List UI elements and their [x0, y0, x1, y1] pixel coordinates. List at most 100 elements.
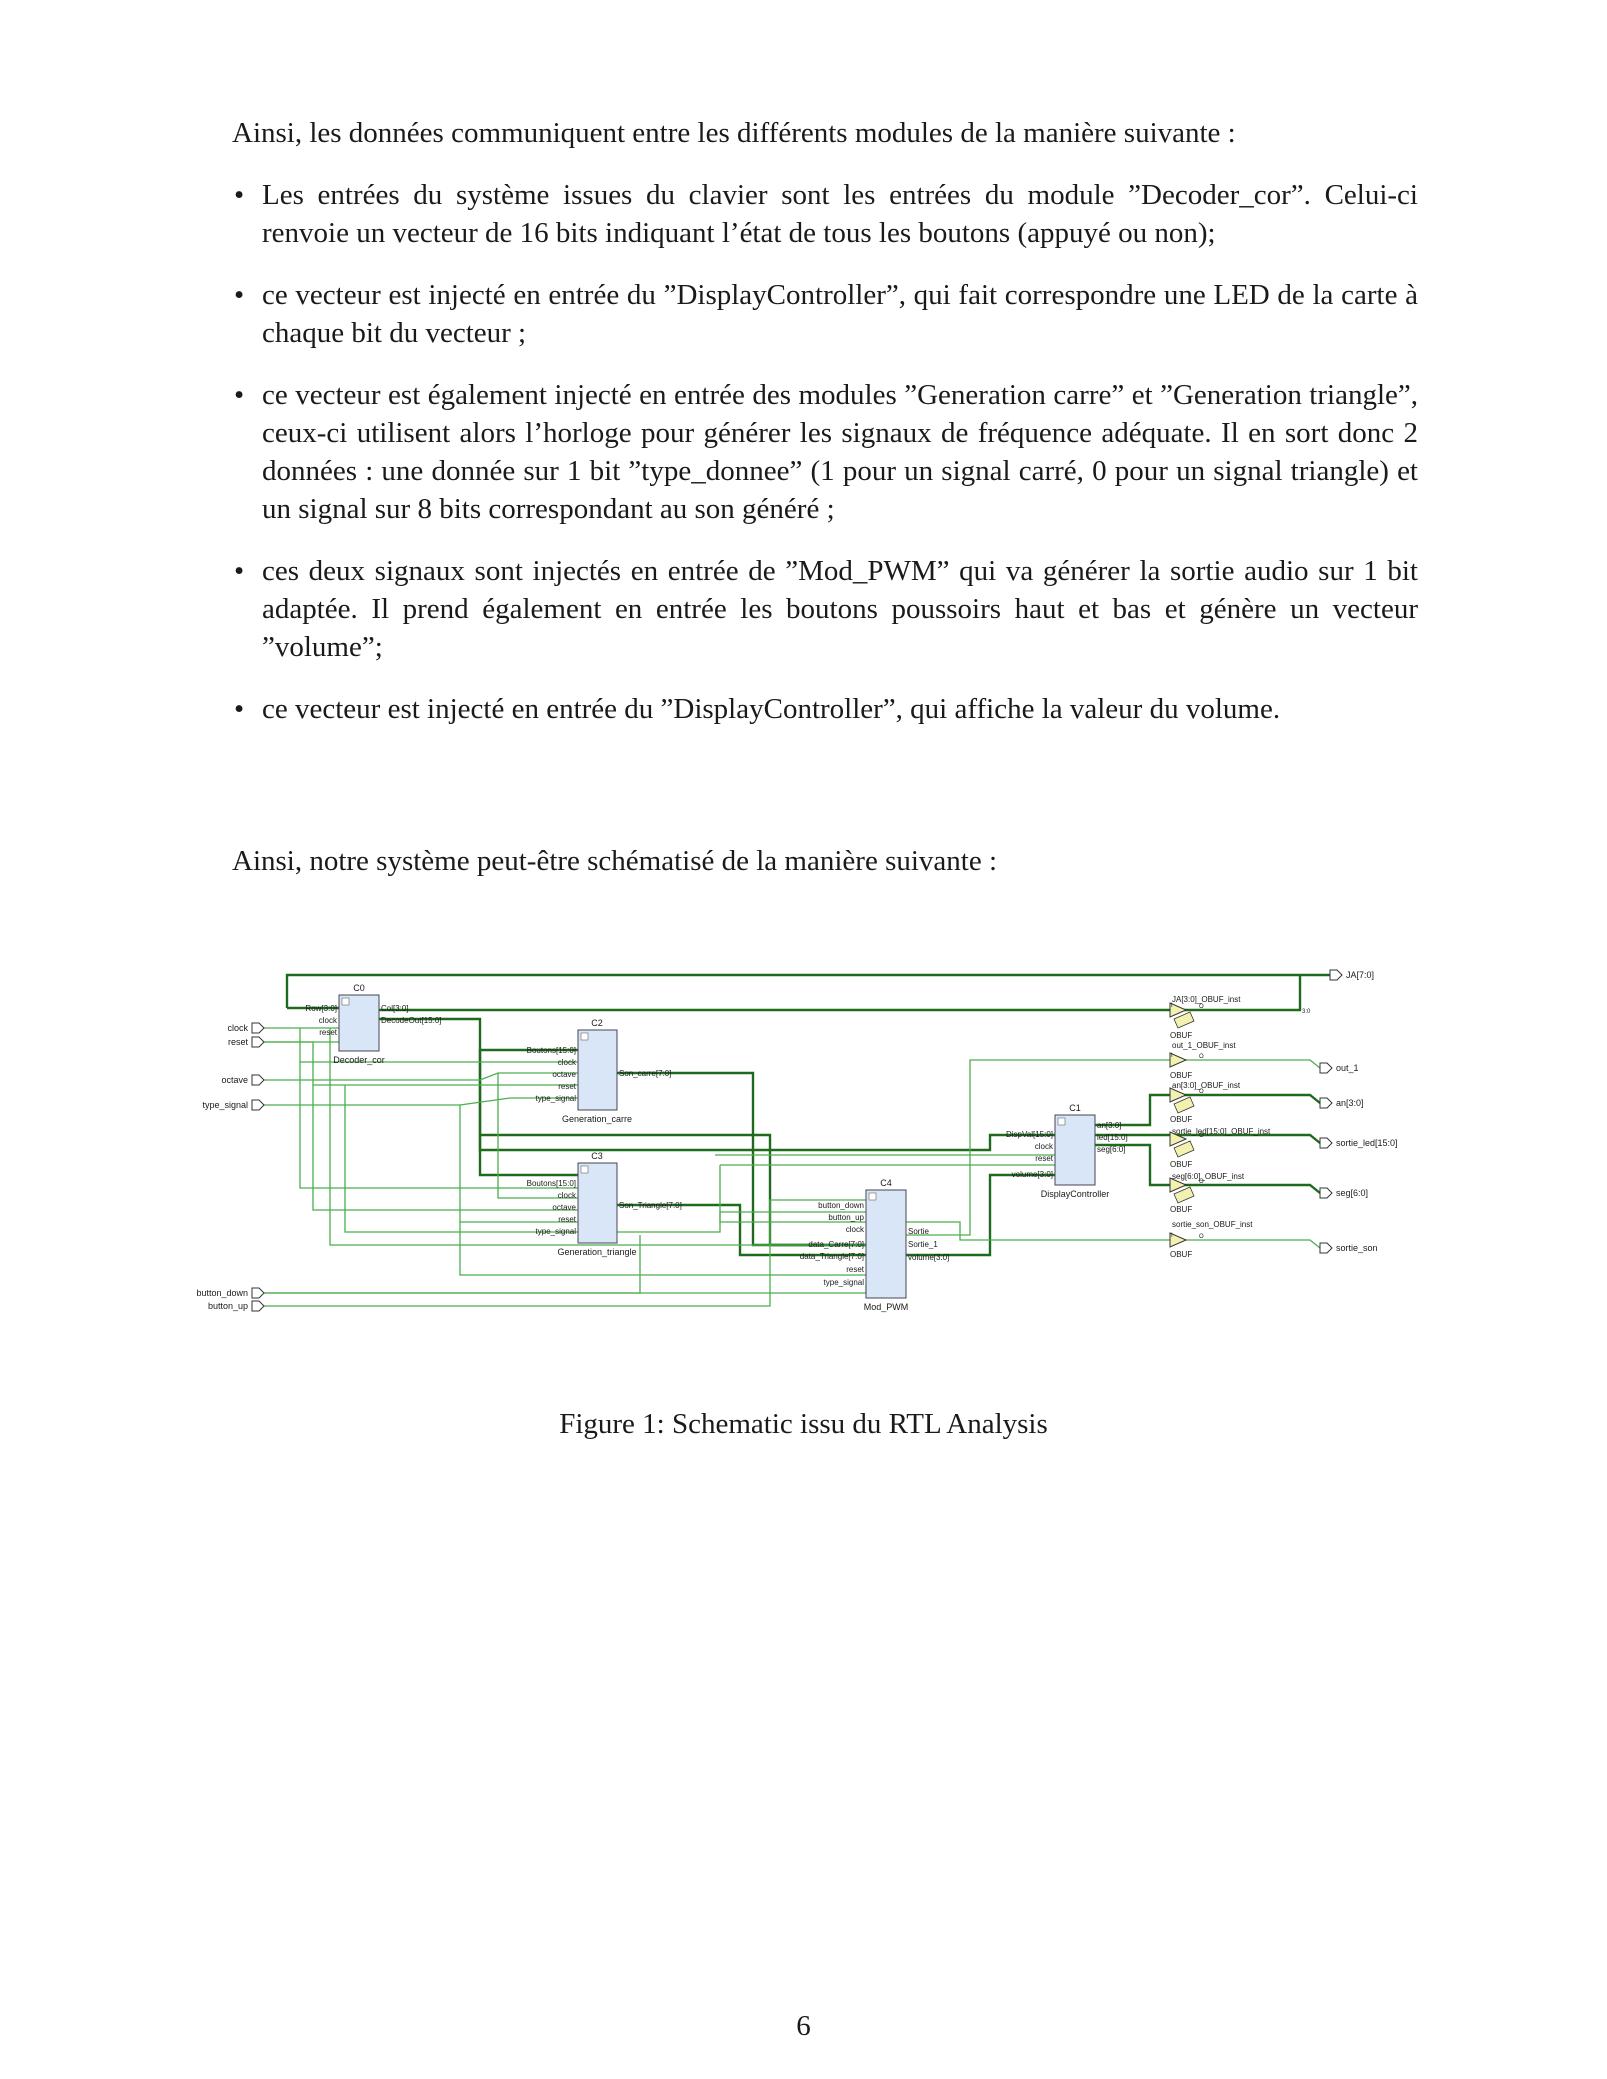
buffer-type: OBUF [1170, 1115, 1192, 1124]
list-item-text: ce vecteur est également injecté en entr… [262, 379, 1418, 525]
pin-label: volume[3:0] [1012, 1170, 1053, 1179]
port-label: reset [228, 1037, 249, 1047]
buffer-inst-label: seg[6:0]_OBUF_inst [1172, 1172, 1245, 1181]
intro-paragraph: Ainsi, les données communiquent entre le… [232, 117, 1236, 149]
buffer-inst-label: JA[3:0]_OBUF_inst [1172, 995, 1241, 1004]
list-item-text: ce vecteur est injecté en entrée du ”Dis… [262, 279, 1418, 349]
pin-label: data_Triangle[7:0] [800, 1252, 864, 1261]
obuf-buffer: sortie_son_OBUF_inst I O OBUF [1169, 1220, 1253, 1259]
signal-wires [264, 1009, 1321, 1307]
pin-label: type_signal [824, 1278, 865, 1287]
page-number: 6 [796, 2010, 811, 2042]
module-id: C1 [1069, 1103, 1081, 1113]
port-label: sortie_son [1336, 1243, 1378, 1253]
input-port: button_down [196, 1287, 265, 1299]
pin-label: volume[3:0] [908, 1253, 949, 1262]
module-id: C2 [591, 1018, 603, 1028]
obuf-buffer: seg[6:0]_OBUF_inst O OBUF [1169, 1172, 1245, 1214]
module-name: Generation_triangle [557, 1247, 636, 1257]
input-port: type_signal [202, 1099, 265, 1111]
input-port: clock [227, 1022, 265, 1034]
module-name: Mod_PWM [864, 1302, 909, 1312]
list-item: •ces deux signaux sont injectés en entré… [232, 552, 1418, 666]
pin-label: Son_carre[7:0] [619, 1069, 671, 1078]
output-ports: JA[7:0] out_1 an[3:0] sortie_led[15:0] s… [1319, 969, 1398, 1254]
pin-label: reset [1035, 1154, 1054, 1163]
buffer-inst-label: an[3:0]_OBUF_inst [1172, 1081, 1241, 1090]
obuf-buffer: an[3:0]_OBUF_inst O OBUF [1169, 1081, 1241, 1124]
pin-label: DecodeOut[15:0] [381, 1016, 441, 1025]
port-label: out_1 [1336, 1063, 1359, 1073]
pin-label: Boutons[15:0] [527, 1046, 576, 1055]
module-name: Generation_carre [562, 1114, 632, 1124]
buffer-type: OBUF [1170, 1031, 1192, 1040]
port-label: type_signal [202, 1100, 248, 1110]
pin-i: I [1171, 1003, 1173, 1009]
pin-label: Son_Triangle[7:0] [619, 1201, 682, 1210]
bullet-icon: • [234, 279, 245, 311]
port-label: JA[7:0] [1346, 970, 1374, 980]
pin-o: O [1199, 1054, 1204, 1060]
module-mod-pwm: C4 button_down button_up clock data_Carr… [800, 1178, 950, 1312]
module-name: Decoder_cor [333, 1055, 385, 1065]
buffer-type: OBUF [1170, 1071, 1192, 1080]
module-display-controller: C1 DispVal[15:0] clock reset volume[3:0]… [1006, 1103, 1128, 1199]
port-label: an[3:0] [1336, 1098, 1364, 1108]
module-name: DisplayController [1041, 1189, 1110, 1199]
pin-label: octave [552, 1203, 576, 1212]
pin-label: clock [558, 1058, 577, 1067]
pin-label: Boutons[15:0] [527, 1179, 576, 1188]
pin-o: O [1199, 1004, 1204, 1010]
pin-label: Col[3:0] [381, 1004, 409, 1013]
bus-label: 3:0 [1302, 1009, 1311, 1015]
pin-label: button_up [828, 1213, 864, 1222]
bullet-icon: • [234, 379, 245, 411]
pin-o: O [1199, 1234, 1204, 1240]
obuf-buffer: out_1_OBUF_inst I O OBUF [1169, 1041, 1236, 1080]
pin-label: clock [1035, 1142, 1054, 1151]
outro-paragraph: Ainsi, notre système peut-être schématis… [232, 845, 998, 877]
pin-label: reset [846, 1265, 865, 1274]
input-ports: clock reset octave type_signal button_do… [196, 1022, 265, 1312]
port-label: octave [221, 1075, 248, 1085]
output-port: seg[6:0] [1319, 1187, 1368, 1199]
list-item-text: ce vecteur est injecté en entrée du ”Dis… [262, 693, 1281, 725]
pin-i: I [1171, 1233, 1173, 1239]
module-id: C3 [591, 1151, 603, 1161]
pin-o: O [1199, 1089, 1204, 1095]
buffer-type: OBUF [1170, 1250, 1192, 1259]
pin-o: O [1199, 1133, 1204, 1139]
output-port: sortie_led[15:0] [1319, 1137, 1398, 1149]
list-item: • ce vecteur est injecté en entrée du ”Di… [232, 690, 1418, 728]
buffer-inst-label: sortie_son_OBUF_inst [1172, 1220, 1253, 1229]
pin-o: O [1199, 1179, 1204, 1185]
pin-i: I [1171, 1053, 1173, 1059]
port-label: sortie_led[15:0] [1336, 1138, 1398, 1148]
buffer-inst-label: sortie_led[15:0]_OBUF_inst [1172, 1127, 1271, 1136]
rtl-schematic: clock reset octave type_signal button_do… [196, 969, 1398, 1312]
output-port: JA[7:0] [1329, 969, 1374, 981]
list-item-text: Les entrées du système issues du clavier… [262, 179, 1418, 249]
pin-label: led[15:0] [1097, 1133, 1128, 1142]
input-port: reset [228, 1036, 265, 1048]
pin-label: octave [552, 1070, 576, 1079]
pin-label: data_Carre[7:0] [808, 1240, 864, 1249]
buffer-type: OBUF [1170, 1160, 1192, 1169]
module-id: C4 [880, 1178, 892, 1188]
bullet-icon: • [234, 179, 245, 211]
input-port: octave [221, 1074, 265, 1086]
output-port: sortie_son [1319, 1242, 1378, 1254]
pin-label: clock [558, 1191, 577, 1200]
output-port: an[3:0] [1319, 1097, 1364, 1109]
input-port: button_up [208, 1300, 265, 1312]
list-item: • ce vecteur est injecté en entrée du ”Di… [232, 276, 1418, 352]
rtl-schematic-figure: clock reset octave type_signal button_do… [190, 960, 1420, 1330]
bullet-icon: • [234, 555, 245, 587]
buffer-type: OBUF [1170, 1205, 1192, 1214]
port-label: button_down [196, 1288, 248, 1298]
buffer-inst-label: out_1_OBUF_inst [1172, 1041, 1236, 1050]
port-label: seg[6:0] [1336, 1188, 1368, 1198]
bullet-icon: • [234, 693, 245, 725]
pin-label: seg[6:0] [1097, 1145, 1125, 1154]
port-label: clock [227, 1023, 248, 1033]
